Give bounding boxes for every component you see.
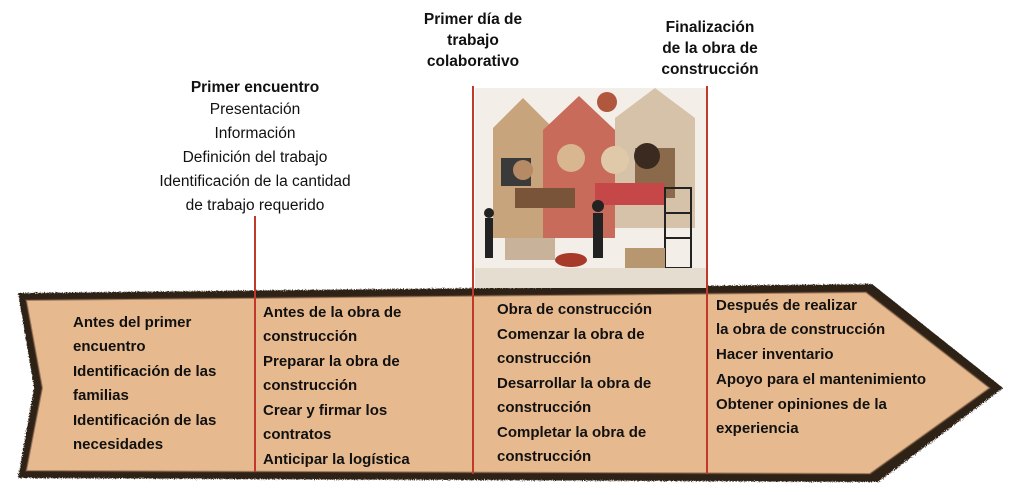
phase-item: Crear y firmar los contratos [263,399,468,447]
first-meeting-label: Primer encuentro Presentación Informació… [130,77,380,218]
phase-item: Apoyo para el mantenimiento [716,368,966,392]
first-day-title-line: Primer día de [423,11,523,28]
phase-construction: Obra de construcción Comenzar la obra de… [497,298,702,470]
phase-item: Preparar la obra de construcción [263,350,468,398]
phase-after-construction: Después de realizar la obra de construcc… [716,294,966,442]
phase-item-line: Preparar la obra de [263,353,400,370]
phase-item-line: Completar la obra de [497,424,647,441]
phase-item-line: Hacer inventario [716,346,834,363]
phase-item-line: construcción [497,399,592,416]
phase-item-line: familias [73,387,129,404]
phase-item-line: Apoyo para el mantenimiento [716,371,927,388]
marker-first-meeting [254,216,256,472]
first-day-label: Primer día de trabajo colaborativo [398,9,548,72]
phase-item: Después de realizar la obra de construcc… [716,294,966,342]
collaborative-work-illustration [475,88,707,288]
phase-item: Obtener opiniones de la experiencia [716,393,966,441]
phase-item-line: Antes del primer [73,314,192,331]
phase-item-line: encuentro [73,338,146,355]
phase-item: Anticipar la logística [263,448,468,472]
phase-item-line: Crear y firmar los [263,402,388,419]
first-day-title-line: colaborativo [426,53,520,70]
marker-completion [706,86,708,474]
phase-item-line: Identificación de las [73,363,217,380]
phase-item-line: Obra de construcción [497,301,653,318]
first-meeting-title: Primer encuentro [190,79,320,96]
completion-title-line: de la obra de [662,40,758,57]
first-meeting-line: Presentación [209,101,301,118]
completion-title-line: construcción [661,61,759,78]
phase-item: Antes de la obra de construcción [263,301,468,349]
phase-item: Hacer inventario [716,343,966,367]
phase-item-line: Después de realizar [716,297,857,314]
marker-first-day [472,86,474,474]
phase-item-line: contratos [263,426,332,443]
phase-item: Completar la obra de construcción [497,421,702,469]
phase-item-line: Antes de la obra de [263,304,402,321]
phase-item-line: Comenzar la obra de [497,326,645,343]
phase-item: Identificación de las necesidades [73,409,251,457]
first-day-title-line: trabajo [447,32,499,49]
first-meeting-line: Información [214,125,296,142]
phase-item-line: construcción [263,377,358,394]
first-meeting-line: Definición del trabajo [182,149,328,166]
phase-item-line: construcción [497,448,592,465]
phase-item: Identificación de las familias [73,360,251,408]
phase-before-construction: Antes de la obra de construcción Prepara… [263,301,468,473]
phase-item: Obra de construcción [497,298,702,322]
first-meeting-details: Presentación Información Definición del … [130,98,380,218]
phase-item-line: Identificación de las [73,412,217,429]
phase-item-line: la obra de construcción [716,321,886,338]
first-meeting-line: Identificación de la cantidad [159,173,351,190]
phase-item-line: experiencia [716,420,799,437]
phase-item: Comenzar la obra de construcción [497,323,702,371]
phase-before-first-meeting: Antes del primer encuentro Identificació… [73,311,251,458]
completion-label: Finalización de la obra de construcción [635,17,785,80]
phase-item-line: construcción [263,328,358,345]
completion-title-line: Finalización [665,19,755,36]
phase-item: Desarrollar la obra de construcción [497,372,702,420]
phase-item-line: necesidades [73,436,164,453]
phase-item-line: Anticipar la logística [263,451,410,468]
phase-item-line: construcción [497,350,592,367]
phase-item: Antes del primer encuentro [73,311,251,359]
first-meeting-line: de trabajo requerido [185,197,325,214]
phase-item-line: Obtener opiniones de la [716,396,887,413]
phase-item-line: Desarrollar la obra de [497,375,652,392]
